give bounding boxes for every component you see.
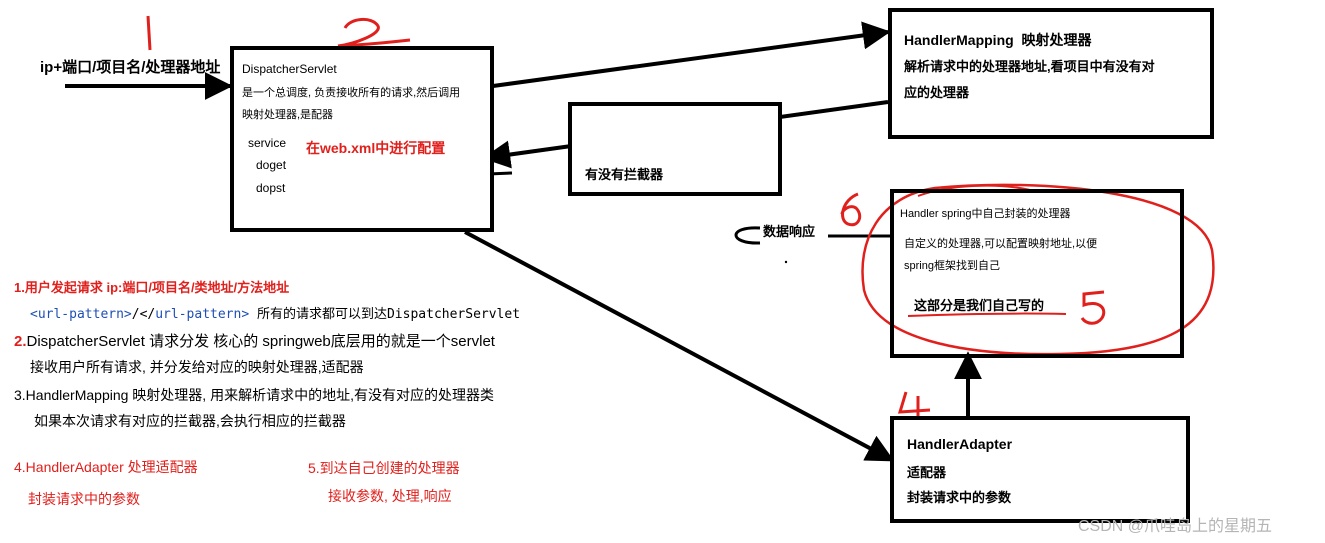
method-doget: doget <box>256 158 287 172</box>
note-2-body: DispatcherServlet 请求分发 核心的 springweb底层用的… <box>26 333 495 350</box>
annotation-number-2 <box>337 18 411 48</box>
note-4-line2: 封装请求中的参数 <box>28 491 140 507</box>
handler-adapter-line3: 封装请求中的参数 <box>907 490 1012 505</box>
note-2-line2: 接收用户所有请求, 并分发给对应的映射处理器,适配器 <box>30 359 364 375</box>
dispatcher-desc-line1: 是一个总调度, 负责接收所有的请求,然后调用 <box>242 87 461 99</box>
handler-mapping-name: HandlerMapping <box>904 32 1014 48</box>
annotation-number-6 <box>840 192 862 227</box>
note-5: 5.到达自己创建的处理器 <box>308 460 460 476</box>
handler-box: Handler spring中自己封装的处理器 自定义的处理器,可以配置映射地址… <box>890 189 1184 358</box>
dispatch-to-mapping-arrow <box>492 21 891 88</box>
dispatcher-servlet-box: DispatcherServlet 是一个总调度, 负责接收所有的请求,然后调用… <box>230 46 494 232</box>
dispatcher-title: DispatcherServlet <box>242 62 337 76</box>
dispatcher-desc-line2: 映射处理器,是配器 <box>242 109 334 121</box>
handler-adapter-title: HandlerAdapter <box>907 436 1013 452</box>
handler-mapping-desc-line2: 应的处理器 <box>904 85 970 100</box>
url-pattern-sep: /</ <box>131 307 156 322</box>
url-pattern-open-tag: <url-pattern> <box>30 307 132 322</box>
response-hook <box>734 226 761 245</box>
note-2: 2.DispatcherServlet 请求分发 核心的 springweb底层… <box>14 330 495 351</box>
note-2-number: 2. <box>14 333 27 350</box>
handler-highlight-ellipse <box>861 183 1215 356</box>
handler-line2: 自定义的处理器,可以配置映射地址,以便 <box>904 238 1098 250</box>
handler-note: 这部分是我们自己写的 <box>914 298 1045 313</box>
handler-mapping-title-suffix: 映射处理器 <box>1021 32 1092 48</box>
request-label: ip+端口/项目名/处理器地址 <box>40 59 221 76</box>
response-label: 数据响应 <box>763 224 816 239</box>
watermark: CSDN @爪哇岛上的星期五 <box>1078 518 1273 535</box>
method-service: service <box>248 136 287 150</box>
note-1-line2: <url-pattern>/</url-pattern> 所有的请求都可以到达D… <box>30 303 520 322</box>
annotation-number-5 <box>1080 290 1106 325</box>
note-3-line2: 如果本次请求有对应的拦截器,会执行相应的拦截器 <box>34 413 346 429</box>
handler-mapping-box: HandlerMapping 映射处理器 解析请求中的处理器地址,看项目中有没有… <box>888 8 1214 139</box>
note-1: 1.用户发起请求 ip:端口/项目名/类地址/方法地址 <box>14 280 290 295</box>
note-3: 3.HandlerMapping 映射处理器, 用来解析请求中的地址,有没有对应… <box>14 387 494 403</box>
handler-line3: spring框架找到自己 <box>904 260 1000 272</box>
handler-mapping-title: HandlerMapping 映射处理器 <box>904 30 1091 50</box>
handler-adapter-line2: 适配器 <box>907 465 947 480</box>
note-1-tail: 所有的请求都可以到达DispatcherServlet <box>249 307 521 322</box>
handler-line1: Handler spring中自己封装的处理器 <box>900 208 1071 220</box>
config-note: 在web.xml中进行配置 <box>306 140 446 156</box>
note-5-line2: 接收参数, 处理,响应 <box>328 488 452 504</box>
annotation-number-1 <box>146 15 152 51</box>
url-pattern-close-tag: url-pattern> <box>155 307 250 322</box>
handler-adapter-box: HandlerAdapter 适配器 封装请求中的参数 <box>890 416 1190 523</box>
dispatch-to-adapter-arrow <box>464 230 895 462</box>
method-dopst: dopst <box>256 181 286 195</box>
handler-mapping-desc-line1: 解析请求中的处理器地址,看项目中有没有对 <box>904 59 1155 74</box>
note-4: 4.HandlerAdapter 处理适配器 <box>14 459 198 475</box>
interceptor-box: 有没有拦截器 <box>568 102 782 196</box>
interceptor-label: 有没有拦截器 <box>585 167 664 182</box>
